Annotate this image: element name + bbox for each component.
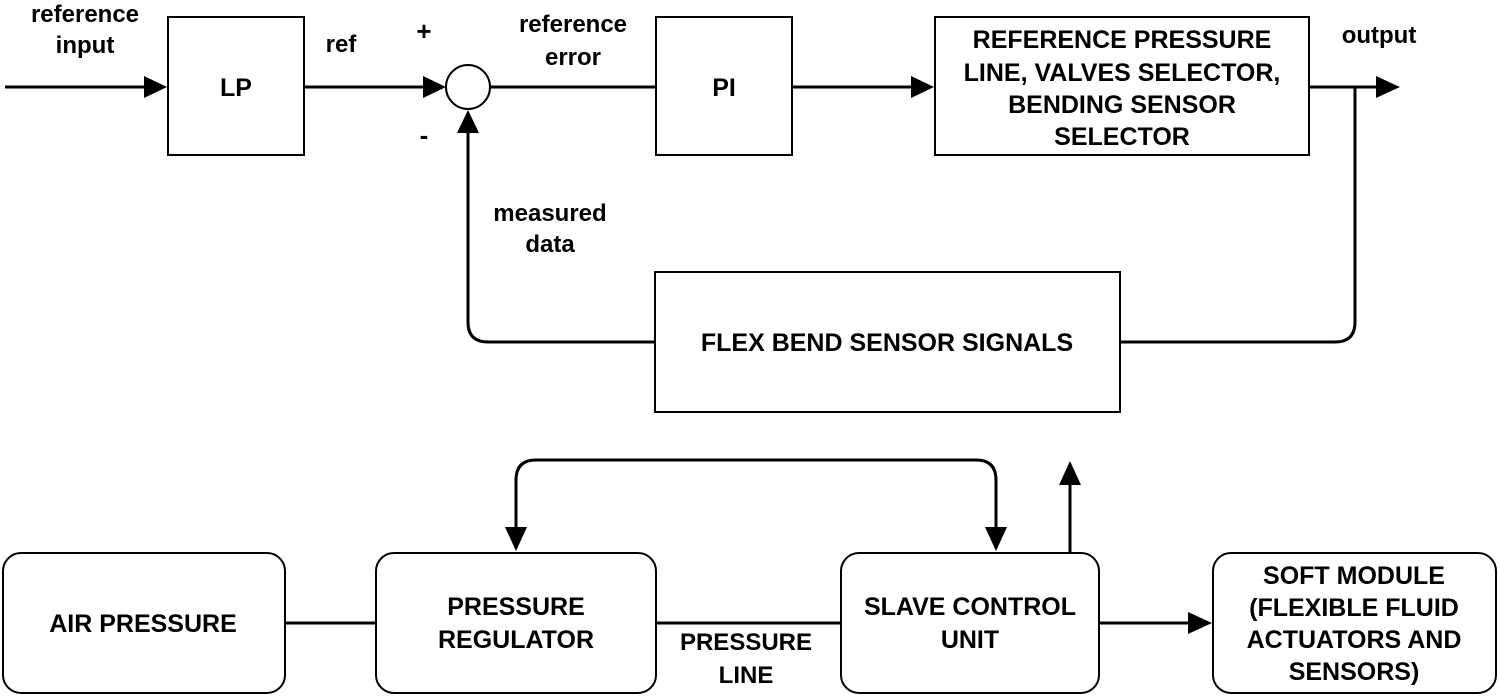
pressure-regulator-label-1: PRESSURE bbox=[447, 593, 585, 621]
air-pressure-block-label: AIR PRESSURE bbox=[49, 610, 237, 638]
soft-module-label-4: SENSORS) bbox=[1289, 658, 1420, 686]
selector-block-line-2: LINE, VALVES SELECTOR, bbox=[964, 59, 1281, 87]
selector-block bbox=[934, 16, 1310, 156]
pressure-line-label-1: PRESSURE bbox=[680, 629, 812, 656]
feedback-line-right bbox=[1120, 87, 1357, 344]
ref-arrowhead bbox=[423, 76, 446, 98]
soft-module-block bbox=[1212, 552, 1497, 694]
regulator-link-arrowhead bbox=[505, 527, 527, 551]
slave-to-soft-module-arrowhead bbox=[1188, 612, 1212, 634]
pressure-regulator-label-2: REGULATOR bbox=[438, 626, 594, 654]
pi-block bbox=[655, 16, 793, 156]
summing-junction bbox=[445, 64, 491, 110]
selector-block-line-3: BENDING SENSOR bbox=[1008, 91, 1236, 119]
lp-block-label: LP bbox=[220, 74, 252, 102]
flex-bend-block bbox=[654, 271, 1121, 413]
pressure-line-label-2: LINE bbox=[719, 662, 774, 689]
reference-error-label-2: error bbox=[545, 44, 601, 71]
selector-block-line-1: REFERENCE PRESSURE bbox=[973, 26, 1272, 54]
reference-input-arrowhead bbox=[144, 76, 167, 98]
measured-data-label-1: measured bbox=[493, 200, 606, 227]
feedback-arrowhead bbox=[457, 110, 479, 133]
soft-module-label-1: SOFT MODULE bbox=[1263, 562, 1445, 590]
pi-to-selector-arrowhead bbox=[911, 76, 934, 98]
slave-control-unit-block bbox=[840, 552, 1100, 694]
flex-bend-block-label: FLEX BEND SENSOR SIGNALS bbox=[701, 329, 1073, 357]
pressure-regulator-block bbox=[375, 552, 657, 694]
reference-error-label-1: reference bbox=[519, 11, 627, 38]
reference-input-label-1: reference bbox=[31, 1, 139, 28]
output-arrowhead bbox=[1376, 76, 1400, 98]
slave-control-unit-label-2: UNIT bbox=[941, 626, 999, 654]
regulator-slave-link bbox=[514, 458, 998, 530]
slave-up-arrowhead bbox=[1059, 461, 1081, 485]
slave-link-arrowhead bbox=[985, 527, 1007, 551]
reference-input-label-2: input bbox=[56, 32, 115, 59]
ref-label: ref bbox=[326, 31, 358, 58]
minus-sign: - bbox=[420, 120, 429, 150]
soft-module-label-3: ACTUATORS AND bbox=[1247, 626, 1462, 654]
slave-control-unit-label-1: SLAVE CONTROL bbox=[864, 593, 1076, 621]
feedback-line-left bbox=[466, 128, 655, 344]
pi-block-label: PI bbox=[712, 74, 736, 102]
measured-data-label-2: data bbox=[525, 231, 575, 258]
selector-block-line-4: SELECTOR bbox=[1054, 123, 1190, 151]
soft-module-label-2: (FLEXIBLE FLUID bbox=[1249, 594, 1459, 622]
output-label: output bbox=[1342, 22, 1417, 49]
plus-sign: + bbox=[416, 16, 431, 46]
